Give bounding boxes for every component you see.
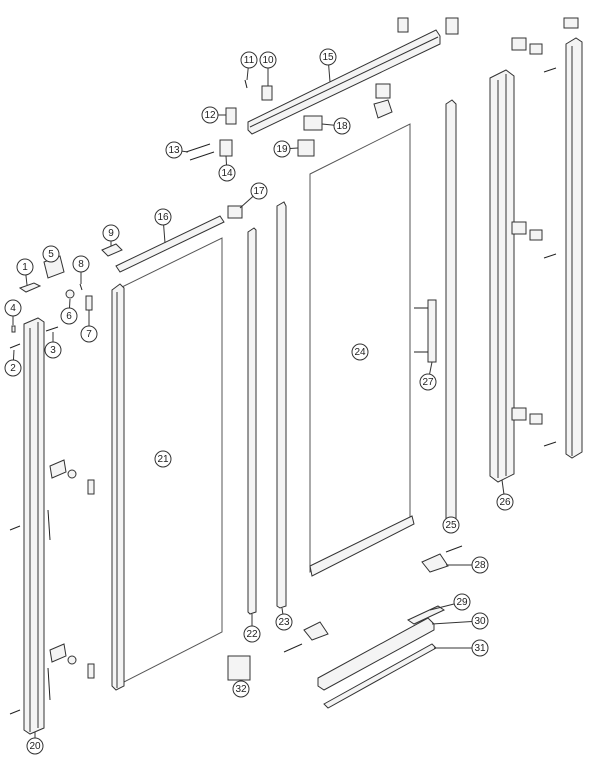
part-number: 26 — [499, 497, 511, 508]
top-rail — [247, 29, 441, 135]
callout-7: 7 — [80, 310, 98, 343]
part-number: 29 — [456, 597, 468, 608]
part-number: 14 — [221, 168, 233, 179]
callout-28: 28 — [446, 556, 489, 574]
part-number: 25 — [445, 520, 457, 531]
callout-3: 3 — [44, 332, 62, 359]
callout-16: 16 — [154, 208, 172, 244]
part-number: 32 — [235, 684, 247, 695]
part-number: 6 — [66, 311, 72, 322]
part-number: 7 — [86, 329, 92, 340]
part-number: 15 — [322, 52, 334, 63]
part-number: 11 — [244, 55, 255, 66]
part-number: 3 — [50, 345, 56, 356]
part-number: 21 — [157, 454, 169, 465]
callout-32: 32 — [232, 680, 250, 698]
part-number: 27 — [422, 377, 434, 388]
part-number: 5 — [48, 249, 54, 260]
callout-13: 13 — [165, 141, 189, 159]
callout-26: 26 — [496, 479, 514, 511]
callout-21: 21 — [154, 450, 172, 468]
callout-6: 6 — [60, 298, 78, 325]
callout-4: 4 — [4, 299, 22, 325]
callout-19: 19 — [273, 140, 299, 158]
callout-17: 17 — [239, 182, 268, 209]
part-number: 28 — [474, 560, 486, 571]
callout-12: 12 — [201, 106, 226, 124]
part-number: 30 — [474, 616, 486, 627]
part-number: 19 — [276, 144, 288, 155]
callout-1: 1 — [16, 258, 34, 286]
part-number: 16 — [157, 212, 169, 223]
profile-26 — [489, 69, 515, 483]
parts-drawing — [9, 17, 583, 735]
callout-30: 30 — [431, 612, 489, 630]
callout-15: 15 — [319, 48, 337, 83]
callout-2: 2 — [4, 349, 22, 377]
wall-profile-left — [23, 317, 51, 735]
callout-18: 18 — [321, 117, 351, 135]
part-number: 23 — [278, 617, 290, 628]
bottom-parts — [227, 545, 463, 709]
callout-29: 29 — [429, 593, 471, 611]
top-hardware — [185, 17, 459, 219]
part-number: 2 — [10, 363, 16, 374]
part-number: 1 — [22, 262, 28, 273]
callout-24: 24 — [351, 343, 369, 361]
part-number: 8 — [78, 259, 84, 270]
callout-14: 14 — [218, 155, 236, 182]
callout-10: 10 — [259, 51, 277, 86]
part-number: 10 — [262, 55, 274, 66]
small-parts-left — [9, 255, 95, 715]
part-number: 22 — [246, 629, 258, 640]
part-number: 17 — [253, 186, 265, 197]
callout-20: 20 — [26, 732, 44, 755]
part-number: 12 — [204, 110, 216, 121]
callout-11: 11 — [240, 51, 258, 81]
wall-profile-right — [511, 17, 583, 459]
profile-25 — [445, 99, 457, 523]
part-number: 13 — [168, 145, 180, 156]
callout-27: 27 — [419, 361, 437, 391]
profile-22 — [247, 227, 257, 615]
part-number: 9 — [108, 228, 114, 239]
part-number: 20 — [29, 741, 41, 752]
callout-25: 25 — [442, 516, 460, 534]
part-number: 4 — [10, 303, 16, 314]
callout-22: 22 — [243, 614, 261, 643]
profile-23 — [276, 201, 287, 609]
part-number: 24 — [354, 347, 366, 358]
sliding-door — [309, 123, 437, 577]
part-number: 31 — [474, 643, 486, 654]
callout-9: 9 — [102, 224, 120, 246]
callout-8: 8 — [72, 255, 90, 284]
part-number: 18 — [336, 121, 348, 132]
callout-31: 31 — [434, 639, 489, 657]
callout-5: 5 — [42, 245, 60, 263]
callouts: 1234567891011121314151617181920212223242… — [4, 48, 514, 755]
callout-23: 23 — [275, 607, 293, 631]
